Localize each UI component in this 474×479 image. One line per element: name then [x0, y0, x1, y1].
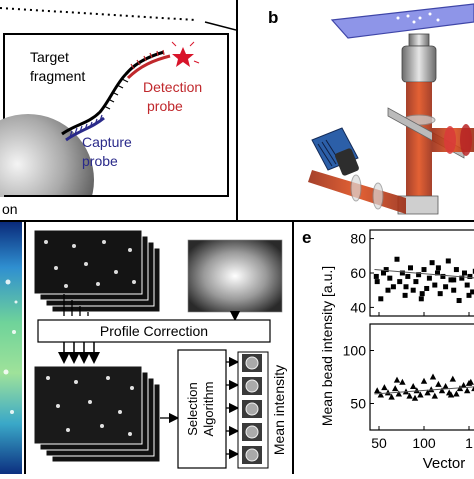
- panel-b-microscope-setup: [238, 0, 474, 220]
- zoom-solid-line: [205, 22, 236, 30]
- data-point-square: [395, 257, 400, 262]
- objective-lens: [402, 46, 436, 82]
- corrected-image-stack: [34, 366, 160, 462]
- objective-tip: [409, 34, 429, 46]
- data-point-square: [391, 284, 396, 289]
- panel-a-illustration: Target fragment Detection probe Capture …: [0, 0, 236, 220]
- y-tick-label-2-1: 100: [343, 343, 367, 359]
- x-tick-label-1: 100: [412, 435, 436, 451]
- data-point-square: [405, 274, 410, 279]
- data-point-triangle: [410, 383, 416, 389]
- data-point-square: [403, 293, 408, 298]
- data-point-square: [467, 293, 472, 298]
- data-point-square: [397, 279, 402, 284]
- panel-b: b: [238, 0, 474, 222]
- subplot-frame-2: [370, 324, 474, 430]
- data-point-triangle: [421, 378, 427, 384]
- y-tick-label-1-2: 80: [350, 231, 366, 247]
- selection-label-line2: Algorithm: [201, 382, 216, 437]
- chart-ylabel: Mean bead intensity [a.u.]: [319, 266, 335, 426]
- panel-e: e Mean bead intensity [a.u.] Vector 40 60…: [296, 222, 474, 474]
- data-point-triangle: [430, 374, 436, 380]
- data-point-triangle: [442, 383, 448, 389]
- data-point-square: [446, 258, 451, 263]
- panel-d: d: [24, 222, 294, 474]
- data-point-square: [432, 283, 437, 288]
- data-point-square: [430, 260, 435, 265]
- label-cut-off: on: [2, 201, 18, 217]
- data-point-square: [438, 291, 443, 296]
- data-point-square: [451, 277, 456, 282]
- data-point-square: [422, 267, 427, 272]
- label-detection-line2: probe: [147, 98, 183, 114]
- vertical-beam: [406, 82, 432, 198]
- data-point-triangle: [392, 385, 398, 391]
- data-point-square: [467, 274, 472, 279]
- y-tick-label-1-0: 40: [350, 299, 366, 315]
- mean-intensity-label: Mean intensity: [271, 365, 287, 455]
- label-target-line2: fragment: [30, 68, 85, 84]
- data-point-square: [420, 291, 425, 296]
- data-point-square: [375, 279, 380, 284]
- data-point-square: [465, 283, 470, 288]
- laser-lens-2: [460, 124, 472, 156]
- data-point-square: [384, 267, 389, 272]
- data-point-triangle: [435, 381, 441, 387]
- data-point-triangle: [412, 395, 418, 401]
- data-point-square: [443, 284, 448, 289]
- y-tick-label-2-0: 50: [350, 396, 366, 412]
- data-point-triangle: [432, 393, 438, 399]
- selection-label-line1: Selection: [185, 382, 200, 435]
- data-point-triangle: [450, 376, 456, 382]
- panel-label-b: b: [268, 8, 278, 28]
- data-point-square: [408, 265, 413, 270]
- data-point-triangle: [396, 390, 402, 396]
- data-point-triangle: [374, 387, 380, 393]
- data-point-triangle: [399, 379, 405, 385]
- data-point-square: [413, 279, 418, 284]
- data-point-triangle: [464, 387, 470, 393]
- label-detection-line1: Detection: [143, 79, 202, 95]
- data-point-square: [411, 288, 416, 293]
- panel-c-fluorescence-crop: [0, 222, 22, 474]
- panel-c-image: [0, 222, 22, 474]
- data-point-square: [427, 276, 432, 281]
- x-tick-label-2: 1: [465, 435, 473, 451]
- data-point-triangle: [381, 384, 387, 390]
- data-point-square: [436, 265, 441, 270]
- data-point-square: [386, 288, 391, 293]
- data-point-square: [424, 286, 429, 291]
- data-point-square: [419, 296, 424, 301]
- data-point-triangle: [428, 386, 434, 392]
- data-point-triangle: [453, 390, 459, 396]
- sample-slide: [332, 4, 474, 38]
- data-point-triangle: [394, 377, 400, 383]
- panel-d-workflow: Profile Correction Selection Algorit: [26, 222, 292, 474]
- data-point-square: [387, 276, 392, 281]
- label-capture-line2: probe: [82, 153, 118, 169]
- raw-image-stack: [34, 230, 160, 312]
- data-point-square: [404, 284, 409, 289]
- y-tick-label-1-1: 60: [350, 265, 366, 281]
- profile-correction-label: Profile Correction: [100, 323, 208, 339]
- data-point-square: [451, 288, 456, 293]
- scatter-chart: Mean bead intensity [a.u.] Vector 40 60 80…: [296, 222, 474, 474]
- data-point-square: [462, 271, 467, 276]
- data-point-square: [457, 298, 462, 303]
- panel-a: Target fragment Detection probe Capture …: [0, 0, 238, 222]
- laser-lens-1: [444, 126, 456, 154]
- panel-label-e: e: [302, 228, 311, 248]
- data-point-square: [374, 274, 379, 279]
- bead-thumbnails: [238, 352, 268, 468]
- label-target-line1: Target: [30, 49, 69, 65]
- data-point-square: [454, 267, 459, 272]
- chart-xlabel: Vector: [423, 455, 466, 472]
- label-capture-line1: Capture: [82, 134, 132, 150]
- illumination-profile-image: [188, 240, 282, 312]
- x-tick-label-0: 50: [371, 435, 387, 451]
- zoom-dotted-line: [0, 8, 195, 20]
- data-point-square: [378, 296, 383, 301]
